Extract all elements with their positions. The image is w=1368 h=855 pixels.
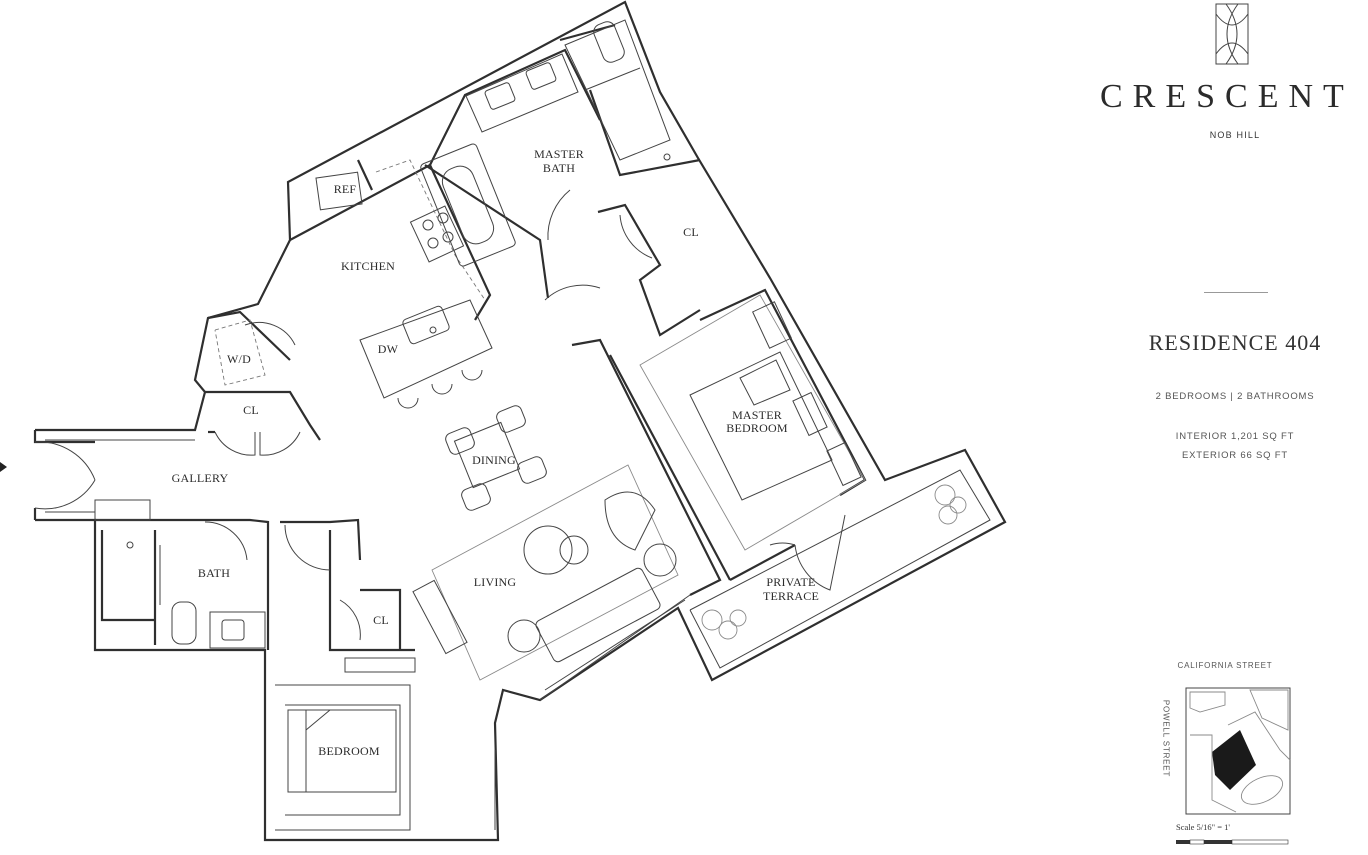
room-label-private-terrace-2: TERRACE (763, 589, 819, 603)
entry-arrow-icon (0, 462, 7, 472)
room-label-living: LIVING (474, 575, 517, 589)
room-label-cl-gallery: CL (243, 403, 259, 417)
room-label-ref: REF (334, 182, 357, 196)
residence-interior: INTERIOR 1,201 SQ FT (1175, 431, 1295, 442)
room-label-master-bedroom-1: MASTER (732, 408, 782, 422)
room-label-master-bath-1: MASTER (534, 147, 584, 161)
room-label-wd: W/D (227, 352, 251, 366)
exterior-walls (33, 0, 1007, 842)
street-label-powell: POWELL STREET (1161, 699, 1171, 778)
brand-subtitle: NOB HILL (1209, 130, 1261, 140)
room-label-gallery: GALLERY (172, 471, 229, 485)
room-label-master-bath-2: BATH (543, 161, 575, 175)
room-label-cl-master: CL (683, 225, 699, 239)
unit-highlight (1212, 730, 1256, 790)
room-label-bedroom: BEDROOM (318, 744, 380, 758)
room-label-dw: DW (378, 342, 399, 356)
street-label-california: CALIFORNIA STREET (1177, 661, 1273, 670)
room-label-dining: DINING (472, 453, 516, 467)
brand-name: CRESCENT (1100, 78, 1354, 115)
room-label-cl-bedroom: CL (373, 613, 389, 627)
residence-title: RESIDENCE 404 (1148, 330, 1322, 355)
residence-exterior: EXTERIOR 66 SQ FT (1182, 450, 1288, 461)
residence-bedrooms-baths: 2 BEDROOMS | 2 BATHROOMS (1155, 391, 1315, 402)
room-label-private-terrace-1: PRIVATE (766, 575, 815, 589)
room-label-master-bedroom-2: BEDROOM (726, 421, 788, 435)
room-label-kitchen: KITCHEN (341, 259, 395, 273)
room-label-bath: BATH (198, 566, 230, 580)
divider (1204, 292, 1268, 293)
fixtures (94, 19, 967, 830)
crescent-logo-icon (1215, 3, 1249, 65)
scale-label: Scale 5/16" = 1' (1176, 822, 1230, 832)
door-swings (34, 189, 846, 641)
room-labels: REF KITCHEN MASTER BATH CL W/D DW CL GAL… (172, 147, 819, 758)
key-plan (1176, 687, 1291, 845)
